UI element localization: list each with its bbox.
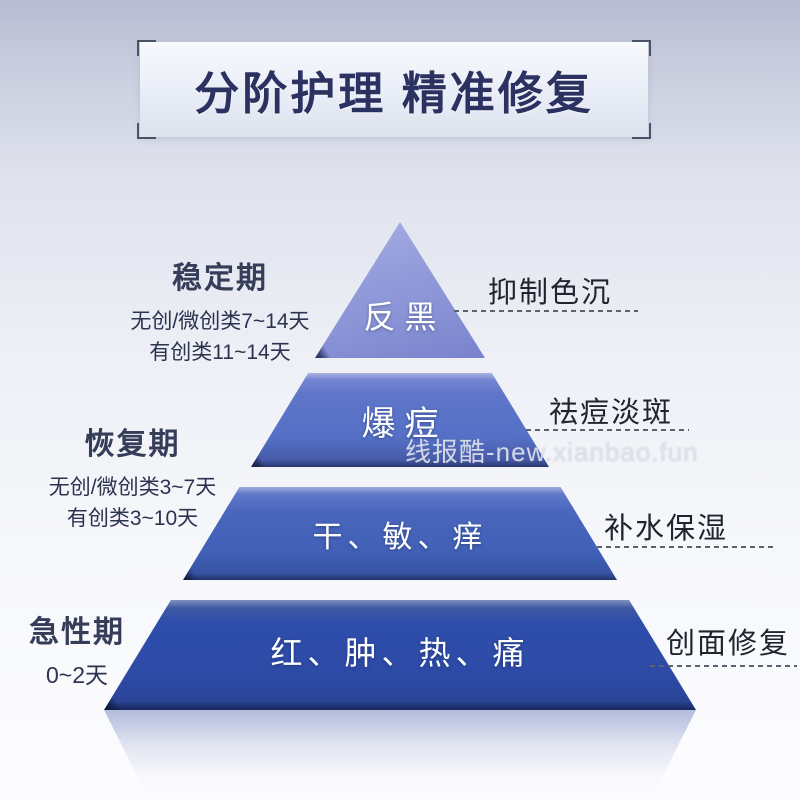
stage-name: 急性期 xyxy=(29,616,125,649)
connector-line-tier4 xyxy=(650,665,797,667)
corner-bracket-bottom-right xyxy=(632,123,651,139)
corner-bracket-top-left xyxy=(137,40,156,56)
tier-symptom-label: 干、敏、痒 xyxy=(312,520,488,554)
stage-name: 稳定期 xyxy=(172,262,268,295)
stage-name: 恢复期 xyxy=(84,428,181,461)
stage-duration-line: 无创/微创类3~7天 xyxy=(48,476,217,499)
stage-block-recovery-period: 恢复期 无创/微创类3~7天 有创类3~10天 xyxy=(25,419,240,534)
connector-line-tier1 xyxy=(454,310,638,312)
tier-symptom-label: 红、肿、热、痛 xyxy=(270,635,530,671)
stage-block-stable-period: 稳定期 无创/微创类7~14天 有创类11~14天 xyxy=(110,253,330,368)
corner-bracket-bottom-left xyxy=(137,123,156,139)
watermark-text: 线报酷-new.xianbao.fun xyxy=(405,437,699,467)
stage-block-acute-period: 急性期 0~2天 xyxy=(14,607,140,691)
treatment-label-tier1: 抑制色沉 xyxy=(488,277,613,309)
treatment-label-tier3: 补水保湿 xyxy=(604,513,729,545)
page-title: 分阶护理 精准修复 xyxy=(194,68,594,119)
stage-duration-line: 有创类3~10天 xyxy=(66,507,199,530)
pyramid-tier-red-swollen-hot-pain: 红、肿、热、痛 xyxy=(104,600,696,710)
connector-line-tier3 xyxy=(597,546,777,548)
pyramid-tier-dry-sensitive-itchy: 干、敏、痒 xyxy=(183,487,617,580)
stage-duration-line: 无创/微创类7~14天 xyxy=(130,310,310,333)
title-box: 分阶护理 精准修复 xyxy=(137,40,651,139)
corner-bracket-top-right xyxy=(632,40,651,56)
tier-symptom-label: 反黑 xyxy=(363,299,446,335)
pyramid-tier-breakouts: 爆痘 xyxy=(251,373,549,467)
stage-duration-line: 有创类11~14天 xyxy=(149,341,291,364)
treatment-label-tier4: 创面修复 xyxy=(666,628,791,660)
connector-line-tier2 xyxy=(526,429,689,431)
stage-duration-line: 0~2天 xyxy=(45,662,108,688)
treatment-label-tier2: 祛痘淡斑 xyxy=(549,397,674,429)
pyramid-reflection xyxy=(104,710,696,798)
tier-symptom-label: 爆痘 xyxy=(361,404,448,443)
pyramid-tier-rebound-darkening: 反黑 xyxy=(315,222,485,358)
